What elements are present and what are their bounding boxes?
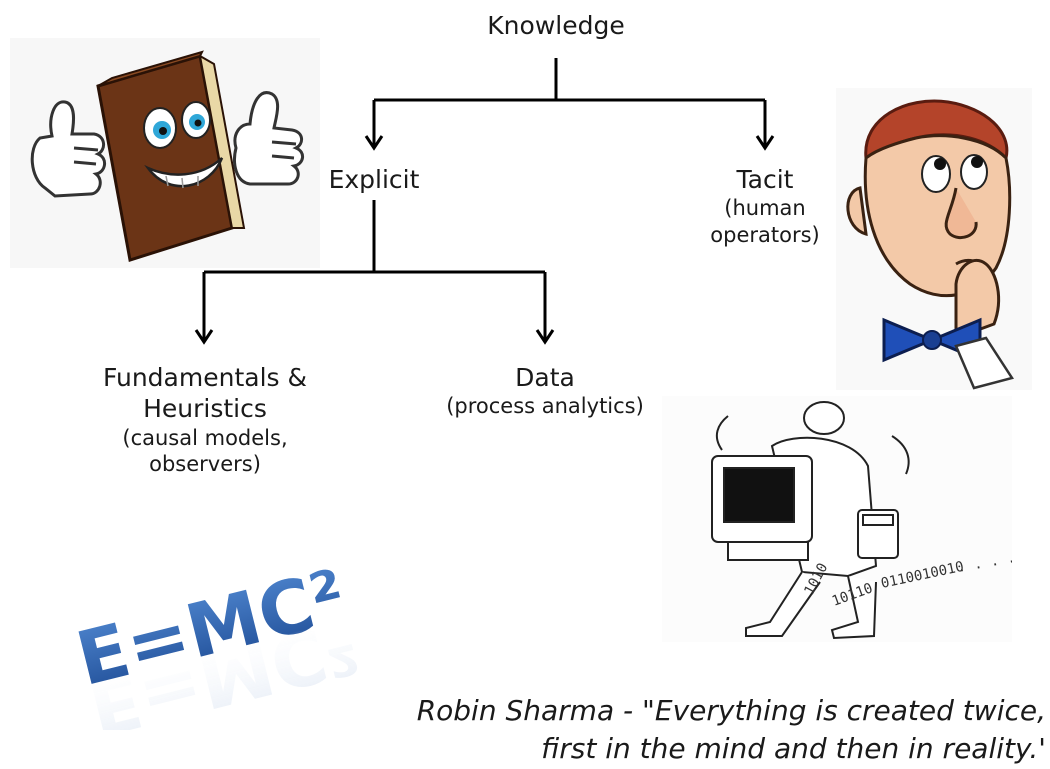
node-knowledge: Knowledge [456, 10, 656, 41]
node-fundamentals-line4: observers) [149, 451, 261, 476]
node-explicit: Explicit [296, 164, 452, 195]
node-fundamentals: Fundamentals & Heuristics (causal models… [70, 362, 340, 477]
book-body [96, 50, 246, 262]
left-thumbs-up-hand [30, 100, 106, 198]
node-data-sub: (process analytics) [446, 394, 644, 419]
emc2-formula-graphic: E=MC² E=MC² [69, 560, 367, 730]
thinking-man-illustration [836, 88, 1032, 390]
node-fundamentals-line3: (causal models, [122, 425, 288, 450]
node-tacit-sub1: (human [724, 196, 806, 221]
node-knowledge-label: Knowledge [487, 11, 625, 40]
node-explicit-label: Explicit [328, 165, 420, 194]
book-cartoon-illustration [10, 38, 320, 268]
right-thumbs-up-hand [233, 91, 304, 186]
node-data-label: Data [515, 363, 575, 392]
node-tacit: Tacit (human operators) [680, 164, 850, 248]
node-fundamentals-line1: Fundamentals & [102, 363, 307, 392]
node-fundamentals-line2: Heuristics [143, 394, 267, 424]
quote-line-1: Robin Sharma - "Everything is created tw… [416, 694, 1046, 727]
node-data: Data (process analytics) [420, 362, 670, 420]
node-tacit-sub2: operators) [710, 222, 820, 247]
node-tacit-label: Tacit [736, 165, 794, 194]
quote-line-2: first in the mind and then in reality.' [541, 732, 1046, 765]
robin-sharma-quote: Robin Sharma - "Everything is created tw… [286, 692, 1046, 768]
computer-carrier-sketch: 1010 10110 0110010010 . . . . . [662, 396, 1012, 642]
